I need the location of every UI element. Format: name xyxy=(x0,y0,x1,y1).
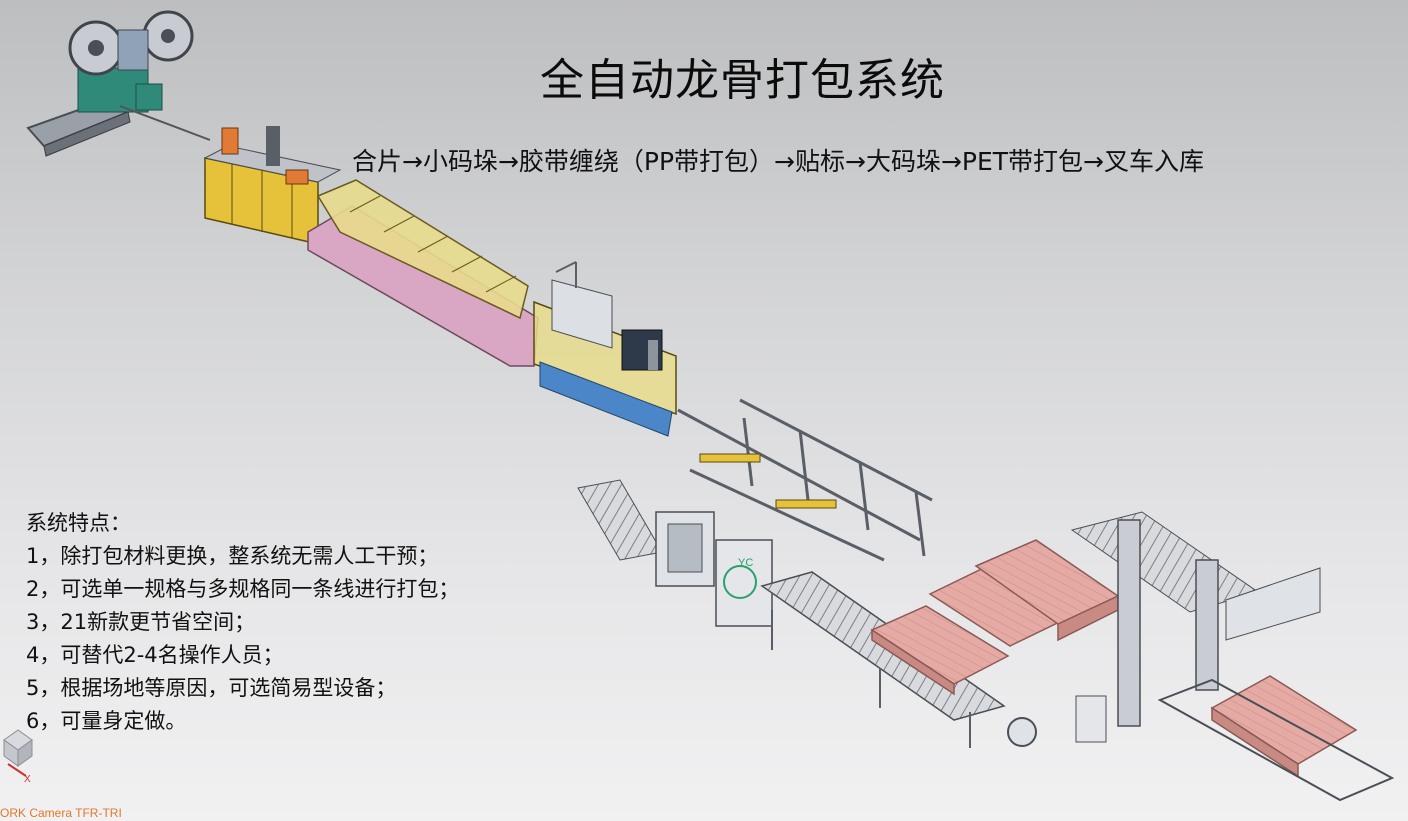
feature-item: 5，根据场地等原因，可选简易型设备； xyxy=(26,676,397,700)
small-stacker-gantry xyxy=(677,398,933,562)
axis-y-label-overlay: YC xyxy=(738,557,753,569)
pet-strapping-frame xyxy=(1007,511,1395,802)
feature-item: 2，可选单一规格与多规格同一条线进行打包； xyxy=(26,577,460,601)
feature-item: 1，除打包材料更换，整系统无需人工干预； xyxy=(26,544,439,568)
cutting-station xyxy=(533,261,677,437)
uncoiler-machine xyxy=(26,10,211,157)
feature-item: 4，可替代2-4名操作人员； xyxy=(26,643,284,667)
axis-y-label: YC xyxy=(738,557,753,569)
tape-wrapping-machine xyxy=(577,479,773,627)
bundle-stacks xyxy=(870,539,1358,778)
roll-forming-station xyxy=(203,126,342,245)
camera-label: ORK Camera TFR-TRI xyxy=(0,806,122,820)
axis-x-label: X xyxy=(24,774,31,785)
feature-item: 6，可量身定做。 xyxy=(26,709,187,733)
feature-item: 3，21新款更节省空间； xyxy=(26,610,256,634)
page-title: 全自动龙骨打包系统 xyxy=(540,55,945,106)
view-triad-icon: X xyxy=(3,729,33,785)
features-list: 系统特点： 1，除打包材料更换，整系统无需人工干预； 2，可选单一规格与多规格同… xyxy=(26,507,459,738)
process-flow: 合片→小码垛→胶带缠绕（PP带打包）→贴标→大码垛→PET带打包→叉车入库 xyxy=(352,147,1204,176)
forming-tunnel xyxy=(307,179,539,367)
features-heading: 系统特点： xyxy=(26,511,131,535)
